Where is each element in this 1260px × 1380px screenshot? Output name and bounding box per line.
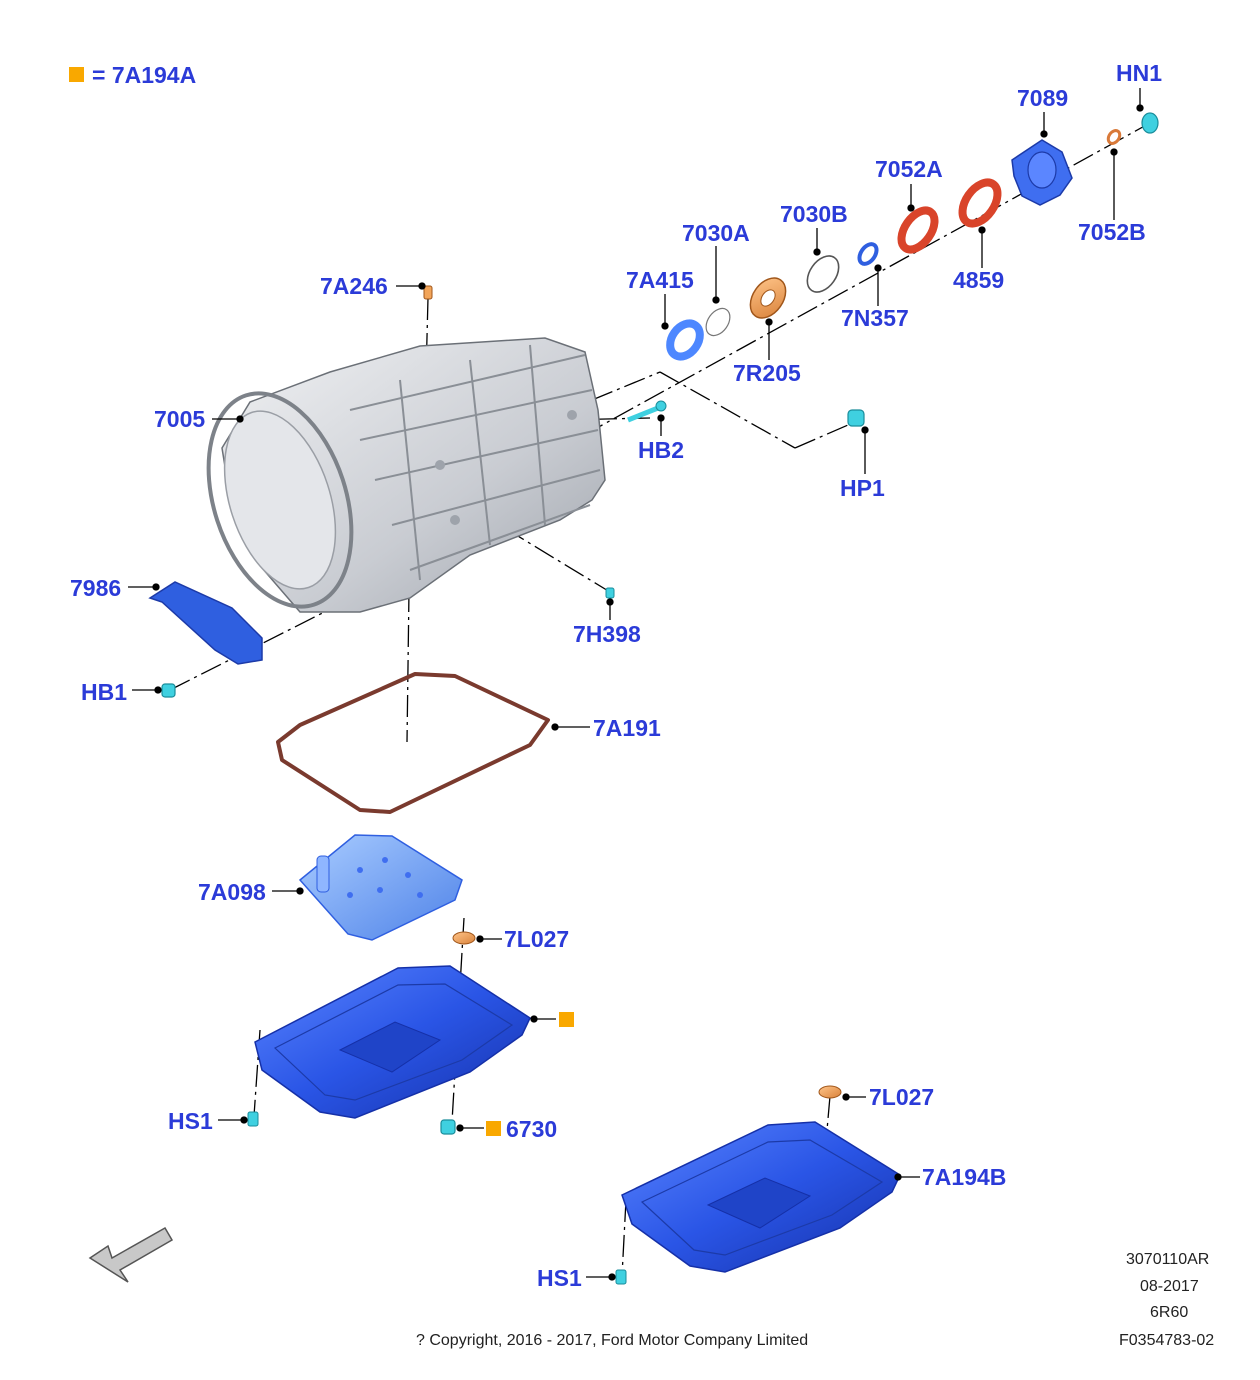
part-4859-seal xyxy=(958,178,1002,228)
part-7l027-washer-a xyxy=(452,931,476,945)
label-7052b: 7052B xyxy=(1078,219,1146,245)
direction-arrow-icon xyxy=(88,1226,174,1283)
legend-label: = 7A194A xyxy=(92,62,197,88)
part-7a415-ring xyxy=(666,319,704,361)
part-7h398-fitting xyxy=(605,587,615,599)
label-hs1-b: HS1 xyxy=(537,1265,582,1291)
label-7l027-a: 7L027 xyxy=(504,926,570,952)
label-6730: 6730 xyxy=(506,1116,558,1142)
label-7a246: 7A246 xyxy=(320,273,388,299)
part-hn1-nut xyxy=(1141,112,1159,134)
part-7030b-snap-ring xyxy=(806,255,840,293)
leader-lines xyxy=(128,88,1144,1281)
part-7a246-plug xyxy=(423,285,433,300)
label-7089: 7089 xyxy=(1017,85,1069,111)
part-hs1-bolt-b xyxy=(615,1269,627,1285)
part-7r205-bearing xyxy=(749,277,787,319)
transmission-housing xyxy=(206,337,606,613)
info-date: 08-2017 xyxy=(1140,1278,1199,1295)
label-hp1: HP1 xyxy=(840,475,885,501)
drain-plug-marker xyxy=(486,1121,501,1136)
label-7030a: 7030A xyxy=(682,220,750,246)
part-7030a-snap-ring xyxy=(705,307,731,337)
label-7a191: 7A191 xyxy=(593,715,661,741)
part-7a194a-oil-pan xyxy=(254,965,531,1119)
label-7030b: 7030B xyxy=(780,201,848,227)
copyright-notice: ? Copyright, 2016 - 2017, Ford Motor Com… xyxy=(416,1332,809,1349)
part-7a191-gasket xyxy=(276,672,550,814)
label-7h398: 7H398 xyxy=(573,621,641,647)
label-7005: 7005 xyxy=(154,406,206,432)
part-7l027-washer-b xyxy=(818,1085,842,1099)
label-7l027-b: 7L027 xyxy=(869,1084,935,1110)
label-4859: 4859 xyxy=(953,267,1005,293)
part-hb2-bolt xyxy=(627,400,667,423)
label-hb2: HB2 xyxy=(638,437,685,463)
label-hn1: HN1 xyxy=(1116,60,1163,86)
part-hp1-plug xyxy=(847,409,865,427)
label-7a194b: 7A194B xyxy=(922,1164,1007,1190)
part-7052b-ring xyxy=(1106,129,1122,145)
label-7a415: 7A415 xyxy=(626,267,694,293)
part-7n357-ring xyxy=(857,242,879,266)
info-code: 3070110AR xyxy=(1126,1251,1210,1268)
oil-pan-marker xyxy=(559,1012,574,1027)
info-model: 6R60 xyxy=(1150,1304,1189,1321)
part-7a098-filter xyxy=(298,834,463,941)
part-6730-drain-plug xyxy=(440,1119,456,1135)
label-7a098: 7A098 xyxy=(198,879,266,905)
label-hs1-a: HS1 xyxy=(168,1108,213,1134)
label-7n357: 7N357 xyxy=(841,305,909,331)
label-7052a: 7052A xyxy=(875,156,943,182)
label-7r205: 7R205 xyxy=(733,360,801,386)
label-7986: 7986 xyxy=(70,575,122,601)
legend-marker xyxy=(69,67,84,82)
part-7089-flange xyxy=(1011,139,1073,206)
part-hb1-bolt xyxy=(161,683,176,698)
part-hs1-bolt-a xyxy=(247,1111,259,1127)
label-hb1: HB1 xyxy=(81,679,128,705)
part-7986-cover xyxy=(148,581,263,665)
part-7052a-seal xyxy=(897,206,939,254)
info-figure: F0354783-02 xyxy=(1119,1332,1215,1349)
part-7a194b-oil-pan xyxy=(621,1121,901,1273)
